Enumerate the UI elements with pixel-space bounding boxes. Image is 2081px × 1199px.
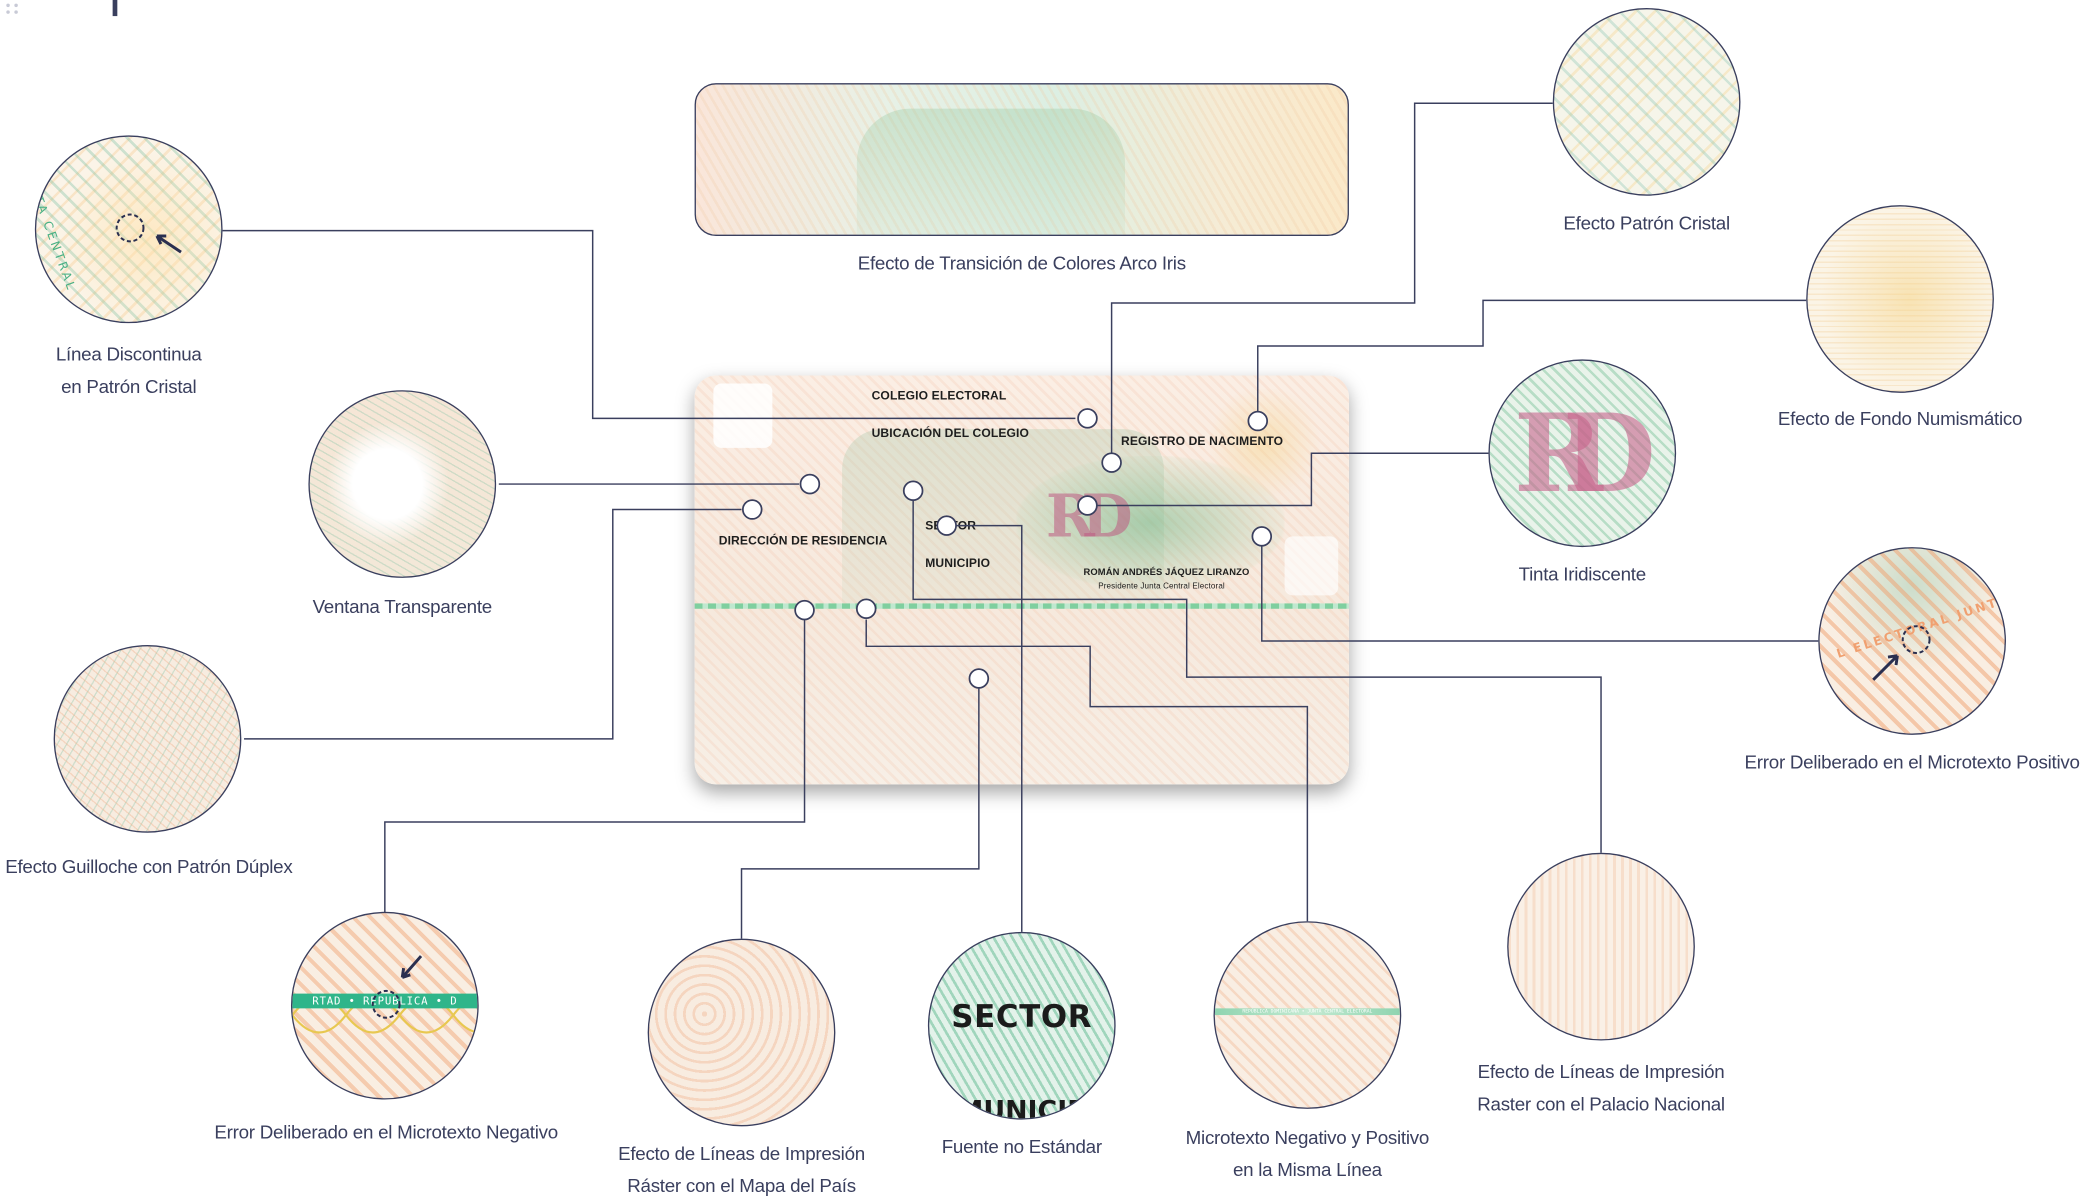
zoom-error-positivo: L ELECTORAL JUNTA [1818,547,2006,735]
caption-ventana: Ventana Transparente [312,595,493,617]
caption-tinta: Tinta Iridiscente [1518,563,1647,585]
card-label-cargo: Presidente Junta Central Electoral [1098,583,1225,592]
zoom-fuente: SECTOR MUNICIP [927,931,1116,1120]
connector-fuente [956,524,1023,932]
marker-raster-mapa [968,668,990,689]
transparent-window-secondary [1284,536,1339,596]
iridescent-monogram: RD [1045,482,1133,552]
caption-fondo: Efecto de Fondo Numismático [1777,407,2023,430]
rainbow-transition-sample [694,83,1349,236]
marker-guilloche [741,499,763,520]
connector-patron-cristal [1110,102,1553,454]
highlight-ring [1901,625,1931,655]
connector-error-negativo [384,619,806,916]
caption-rainbow-transition: Efecto de Transición de Colores Arco Iri… [857,252,1186,274]
highlight-ring [371,989,401,1019]
marker-fuente [936,515,957,536]
zoom-raster-palacio [1507,852,1695,1041]
marker-linea-discontinua [1077,408,1098,429]
card-label-ubicacion: UBICACIÓN DEL COLEGIO [871,426,1030,440]
pointer-arrow-icon [155,234,182,254]
caption-raster-palacio-2: Raster con el Palacio Nacional [1477,1092,1725,1115]
pointer-arrow-icon [1872,654,1899,681]
connector-raster-mapa [740,687,980,939]
caption-guilloche: Efecto Guilloche con Patrón Dúplex [5,855,293,877]
marker-raster-palacio [902,480,924,502]
zoom-raster-mapa [647,938,836,1127]
zoom-guilloche [53,644,242,833]
zoom-patron-cristal [1552,8,1741,196]
zoom-error-negativo: RTAD • REPUBLICA • D [290,911,479,1100]
caption-fuente: Fuente no Estándar [941,1135,1102,1158]
caption-linea-discontinua-2: en Patrón Cristal [61,375,197,397]
numismatic-seal [1204,388,1325,497]
caption-raster-mapa-2: Ráster con el Mapa del País [627,1174,856,1197]
caption-error-negativo: Error Deliberado en el Microtexto Negati… [214,1120,558,1143]
zoom-microtexto-linea: REPÚBLICA DOMINICANA • JUNTA CENTRAL ELE… [1213,921,1402,1109]
card-label-firmante: ROMÁN ANDRÉS JÁQUEZ LIRANZO [1083,568,1250,578]
municipio-font-sample: MUNICIP [956,1094,1087,1120]
caption-raster-mapa-1: Efecto de Líneas de Impresión [618,1142,865,1164]
transparent-window [713,383,773,448]
marker-fondo [1247,410,1269,432]
sector-font-sample: SECTOR [951,1000,1093,1036]
microtext-line-band: REPÚBLICA DOMINICANA • JUNTA CENTRAL ELE… [1214,1008,1400,1016]
card-label-direccion: DIRECCIÓN DE RESIDENCIA [718,533,888,548]
caption-microtexto-linea-1: Microtexto Negativo y Positivo [1185,1126,1430,1148]
palace-illustration [856,108,1126,235]
card-label-registro: REGISTRO DE NACIMENTO [1120,434,1284,448]
connector-raster-palacio [912,500,1602,853]
marker-ventana [799,473,821,495]
marker-error-negativo [794,599,815,621]
zoom-linea-discontinua: NTA CENTRAL [34,135,223,324]
connector-fondo [1257,299,1807,412]
caption-linea-discontinua-1: Línea Discontinua [55,343,202,365]
connector-error-positivo [1261,545,1819,642]
marker-error-positivo [1251,526,1273,547]
caption-microtexto-linea-2: en la Misma Línea [1232,1158,1382,1180]
card-label-municipio: MUNICIPIO [925,556,991,570]
connector-microtexto-linea [865,619,1309,922]
zoom-ventana-transparente [308,390,497,578]
corner-logo [0,0,161,27]
microtext-negative-band: RTAD • REPUBLICA • D [292,993,478,1009]
connector-guilloche [244,508,742,740]
zoom-fondo-numismatico [1806,205,1994,393]
connector-tinta [1096,452,1489,507]
pointer-arrow-icon [400,955,423,979]
highlight-ring [115,213,145,243]
card-label-colegio: COLEGIO ELECTORAL [871,388,1007,403]
zoom-tinta-iridiscente: RD [1488,359,1677,548]
marker-microtexto-linea [855,598,877,620]
caption-raster-palacio-1: Efecto de Líneas de Impresión [1477,1060,1725,1083]
country-map-illustration [1016,455,1285,590]
connector-linea-discontinua [222,229,1076,420]
iridescent-monogram: RD [1513,390,1656,517]
caption-patron-cristal: Efecto Patrón Cristal [1563,211,1730,234]
marker-tinta [1077,495,1098,516]
marker-patron-cristal [1101,452,1122,473]
caption-error-positivo: Error Deliberado en el Microtexto Positi… [1744,750,2080,773]
